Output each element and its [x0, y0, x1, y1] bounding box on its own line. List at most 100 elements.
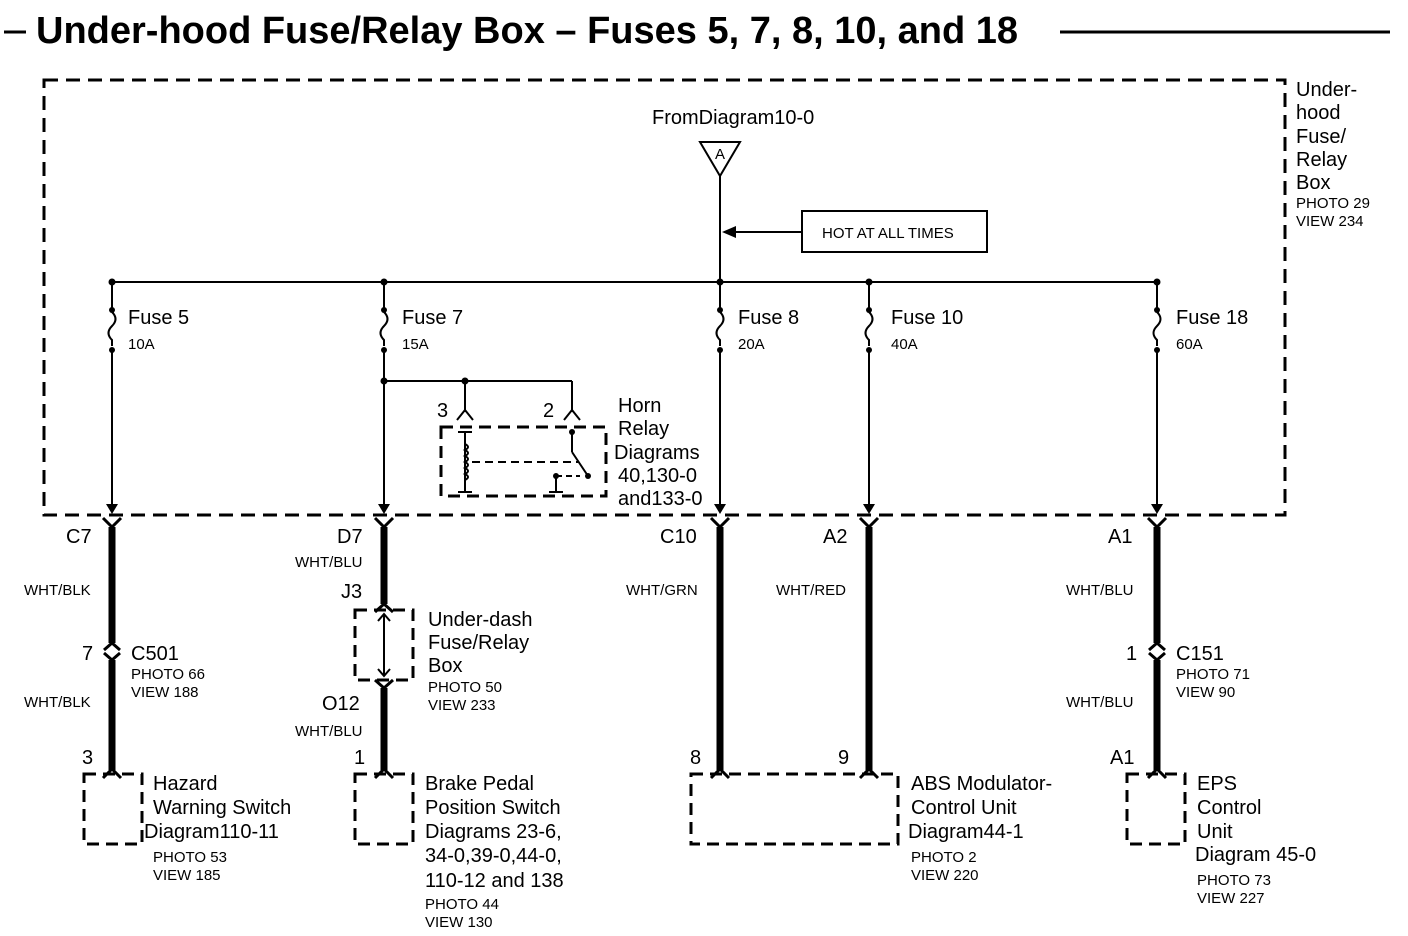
c151-pin: 1 [1126, 643, 1137, 665]
svg-text:VIEW 130: VIEW 130 [425, 914, 493, 931]
underhood-box-outline [42, 78, 1287, 517]
svg-text:40,130-0: 40,130-0 [618, 465, 697, 487]
horn-relay-pin-3: 3 [437, 400, 448, 422]
horn-relay-box [439, 425, 608, 498]
eps-unit-label: EPS Control Unit Diagram 45-0 PHOTO 73 V… [1195, 773, 1316, 907]
fuse-18-icon [1152, 282, 1162, 353]
svg-text:10A: 10A [128, 336, 155, 353]
heavy-wires [108, 527, 1161, 770]
svg-text:Fuse/: Fuse/ [1296, 126, 1346, 148]
wire-2-top-color: WHT/BLU [295, 554, 363, 571]
terminal-c7: C7 [66, 526, 92, 548]
svg-text:and133-0: and133-0 [618, 488, 703, 510]
underdash-connectors [374, 601, 394, 691]
fuse-group [107, 282, 1162, 353]
svg-text:Unit: Unit [1197, 821, 1233, 843]
underhood-box-label: Under- hood Fuse/ Relay Box PHOTO 29 VIE… [1296, 79, 1370, 230]
svg-text:Fuse/Relay: Fuse/Relay [428, 632, 529, 654]
wire-1-bottom-color: WHT/BLK [24, 694, 91, 711]
svg-text:VIEW 185: VIEW 185 [153, 867, 221, 884]
terminal-a1: A1 [1108, 526, 1132, 548]
c151-view: VIEW 90 [1176, 684, 1235, 701]
svg-text:VIEW 233: VIEW 233 [428, 697, 496, 714]
eps-unit-box [1125, 772, 1187, 846]
hot-label: HOT AT ALL TIMES [822, 225, 954, 242]
fuse-8-icon [715, 282, 725, 353]
underdash-pin-j3: J3 [341, 581, 362, 603]
svg-text:20A: 20A [738, 336, 765, 353]
fuse-7-label: Fuse 7 15A [402, 307, 463, 353]
c151-name: C151 [1176, 643, 1224, 665]
wire-2-bottom-color: WHT/BLU [295, 723, 363, 740]
source-label: FromDiagram10-0 [652, 107, 814, 129]
source-connector-letter: A [715, 146, 725, 163]
fuse-output-lines [111, 352, 1158, 508]
svg-text:Control Unit: Control Unit [911, 797, 1017, 819]
c501-photo: PHOTO 66 [131, 666, 205, 683]
c151-photo: PHOTO 71 [1176, 666, 1250, 683]
svg-text:Box: Box [428, 655, 462, 677]
brake-switch-box [353, 772, 415, 846]
wire-4-color: WHT/RED [776, 582, 846, 599]
svg-text:PHOTO 2: PHOTO 2 [911, 849, 977, 866]
horn-relay-label: Horn Relay Diagrams 40,130-0 and133-0 [614, 395, 703, 510]
abs-pin-8: 8 [690, 747, 701, 769]
brake-pin: 1 [354, 747, 365, 769]
svg-text:60A: 60A [1176, 336, 1203, 353]
wire-5-bottom-color: WHT/BLU [1066, 694, 1134, 711]
fuse-output-arrows [106, 504, 1163, 514]
underdash-box [353, 608, 415, 682]
diagram-title: Under-hood Fuse/Relay Box – Fuses 5, 7, … [36, 10, 1018, 52]
eps-pin: A1 [1110, 747, 1134, 769]
brake-switch-label: Brake Pedal Position Switch Diagrams 23-… [425, 773, 564, 931]
svg-text:Fuse 10: Fuse 10 [891, 307, 963, 329]
abs-unit-label: ABS Modulator- Control Unit Diagram44-1 … [908, 773, 1052, 884]
svg-text:Fuse 7: Fuse 7 [402, 307, 463, 329]
svg-text:EPS: EPS [1197, 773, 1237, 795]
svg-text:Relay: Relay [1296, 149, 1347, 171]
svg-text:PHOTO 44: PHOTO 44 [425, 896, 499, 913]
fuse-7-icon [379, 282, 389, 353]
svg-text:Hazard: Hazard [153, 773, 217, 795]
horn-relay-pin-2: 2 [543, 400, 554, 422]
hazard-pin: 3 [82, 747, 93, 769]
svg-text:VIEW 227: VIEW 227 [1197, 890, 1265, 907]
wire-3-color: WHT/GRN [626, 582, 698, 599]
horn-relay-internals [458, 431, 589, 493]
svg-text:Warning Switch: Warning Switch [153, 797, 291, 819]
svg-text:Position Switch: Position Switch [425, 797, 561, 819]
svg-text:VIEW 220: VIEW 220 [911, 867, 979, 884]
c501-name: C501 [131, 643, 179, 665]
source-connector-icon [698, 141, 742, 178]
c501-connector-icon [103, 641, 121, 662]
svg-text:40A: 40A [891, 336, 918, 353]
svg-text:Box: Box [1296, 172, 1330, 194]
abs-pin-9: 9 [838, 747, 849, 769]
svg-text:PHOTO 53: PHOTO 53 [153, 849, 227, 866]
svg-text:Horn: Horn [618, 395, 661, 417]
fuse-5-icon [107, 282, 117, 353]
svg-text:Diagrams: Diagrams [614, 442, 700, 464]
svg-text:PHOTO 73: PHOTO 73 [1197, 872, 1271, 889]
hazard-switch-box [82, 772, 144, 846]
terminal-a2: A2 [823, 526, 847, 548]
svg-text:34-0,39-0,44-0,: 34-0,39-0,44-0, [425, 845, 562, 867]
hot-arrow-icon [722, 226, 736, 238]
svg-text:Under-dash: Under-dash [428, 609, 533, 631]
svg-text:Relay: Relay [618, 418, 669, 440]
svg-text:15A: 15A [402, 336, 429, 353]
svg-text:PHOTO 50: PHOTO 50 [428, 679, 502, 696]
fuse-10-label: Fuse 10 40A [891, 307, 963, 353]
svg-text:Fuse 5: Fuse 5 [128, 307, 189, 329]
horn-relay-nodes [553, 429, 591, 479]
hazard-switch-label: Hazard Warning Switch Diagram110-11 PHOT… [144, 773, 291, 884]
svg-text:Diagram110-11: Diagram110-11 [144, 821, 279, 843]
svg-text:PHOTO 29: PHOTO 29 [1296, 195, 1370, 212]
hot-label-box [801, 210, 988, 253]
abs-unit-box [689, 772, 900, 846]
svg-text:Under-: Under- [1296, 79, 1357, 101]
svg-text:Diagrams 23-6,: Diagrams 23-6, [425, 821, 562, 843]
c501-pin: 7 [82, 643, 93, 665]
svg-text:Fuse 8: Fuse 8 [738, 307, 799, 329]
fuse-8-label: Fuse 8 20A [738, 307, 799, 353]
